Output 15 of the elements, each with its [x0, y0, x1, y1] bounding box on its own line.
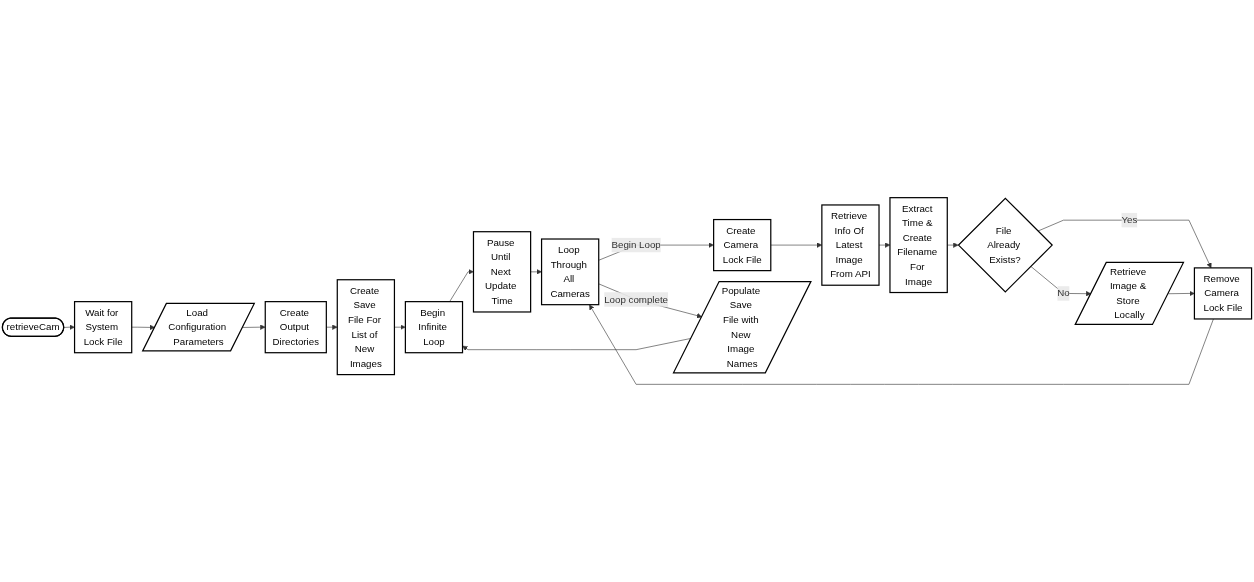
node-diamond: File Already Exists? [957, 197, 1054, 293]
node-box: Loop Through All Cameras [540, 238, 600, 306]
edge-label: Loop complete [604, 294, 669, 305]
edge-label: No [1057, 287, 1070, 299]
node-box: Extract Time & Create Filename For Image [889, 197, 948, 294]
node-box: Retrieve Info Of Latest Image From API [821, 204, 880, 286]
node-box: Create Camera Lock File [713, 218, 772, 272]
node-box: Create Output Directories [264, 301, 327, 354]
node-box: Create Save File For List of New Images [336, 279, 396, 376]
edge-label: Begin Loop [611, 239, 661, 250]
node-box: Wait for System Lock File [73, 301, 133, 354]
node-box: Begin Infinite Loop [404, 301, 464, 354]
edge-label: Yes [1121, 214, 1138, 226]
node-box: Pause Until Next Update Time [472, 231, 532, 313]
node-box: Remove Camera Lock File [1193, 267, 1253, 320]
